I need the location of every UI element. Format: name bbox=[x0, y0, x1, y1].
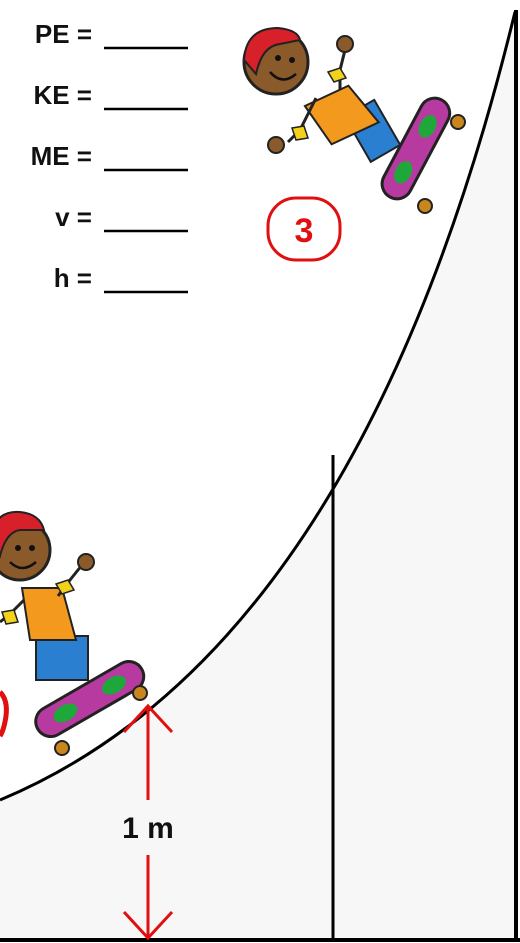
skater-pants bbox=[35, 635, 89, 681]
glove-icon bbox=[291, 125, 309, 141]
ramp-curve bbox=[0, 11, 517, 802]
skateboard-bottom bbox=[34, 660, 146, 738]
energy-form: PE = KE = ME = v = h = bbox=[31, 19, 188, 294]
pe-label: PE = bbox=[35, 19, 92, 49]
skater-shirt bbox=[20, 587, 78, 641]
skateboard-top bbox=[380, 96, 452, 201]
glove-icon bbox=[326, 67, 348, 83]
skater-bottom bbox=[0, 510, 148, 756]
glove-icon bbox=[1, 609, 19, 625]
wheel-icon bbox=[132, 685, 148, 701]
ramp-body bbox=[0, 12, 517, 940]
height-marker-label: 1 m bbox=[122, 812, 174, 845]
eye-icon bbox=[275, 55, 281, 61]
height-arrow-head-up bbox=[122, 703, 174, 734]
helmet-icon bbox=[242, 26, 302, 77]
wheel-icon bbox=[450, 114, 466, 130]
v-label: v = bbox=[55, 202, 92, 232]
eye-icon bbox=[15, 545, 21, 551]
smile-icon bbox=[269, 71, 297, 81]
ke-label: KE = bbox=[33, 80, 92, 110]
h-label: h = bbox=[54, 263, 92, 293]
wheel-icon bbox=[54, 740, 70, 756]
badge-number: 3 bbox=[295, 212, 314, 250]
height-arrow-head-down bbox=[122, 910, 174, 941]
hand-icon bbox=[77, 553, 95, 571]
eye-icon bbox=[29, 545, 35, 551]
height-marker: 1 m bbox=[122, 703, 174, 941]
me-label: ME = bbox=[31, 141, 92, 171]
skater-top bbox=[242, 26, 466, 214]
skater-shirt bbox=[303, 84, 381, 146]
smile-icon bbox=[9, 561, 37, 570]
position-badge: 3 bbox=[266, 196, 342, 262]
helmet-icon bbox=[0, 510, 46, 559]
badge-outline bbox=[266, 196, 342, 262]
partial-badge-left bbox=[0, 690, 9, 738]
eye-icon bbox=[289, 57, 295, 63]
wheel-icon bbox=[417, 198, 433, 214]
hand-icon bbox=[336, 35, 354, 53]
hand-icon bbox=[267, 136, 285, 154]
glove-icon bbox=[54, 579, 76, 595]
